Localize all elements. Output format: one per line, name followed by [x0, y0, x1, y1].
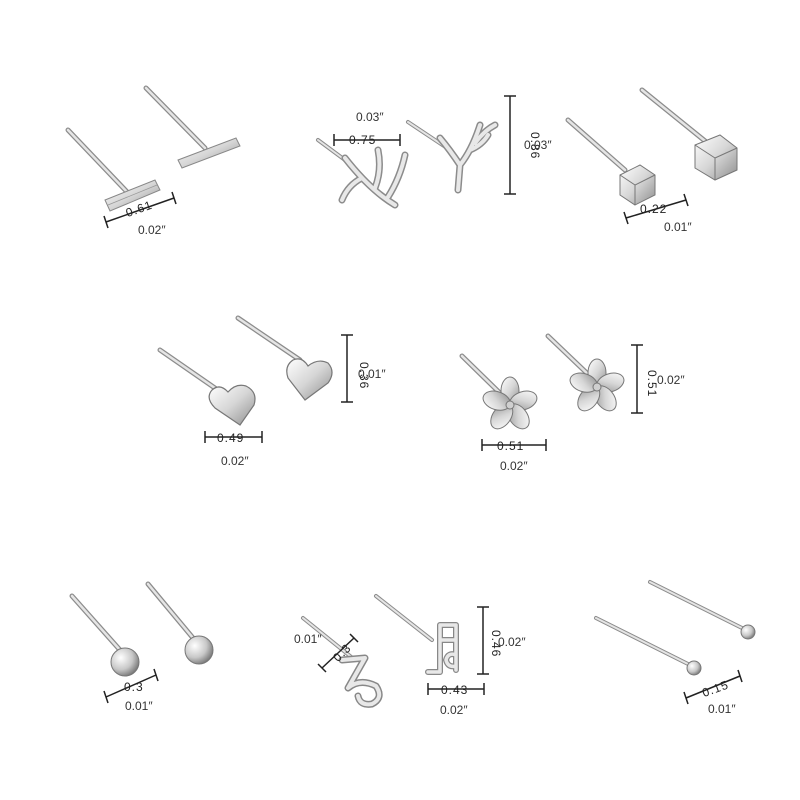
cube-earrings: 0.22 0.01″	[565, 87, 738, 234]
heart-width-label: 0.49	[217, 431, 244, 445]
antler-thickness-left-label: 0.03″	[356, 110, 384, 124]
antler-width-label: 0.75	[349, 133, 376, 147]
flower-height-label: 0.51	[645, 370, 659, 397]
flower-width-label: 0.51	[497, 439, 524, 453]
heart-earrings: 0.49 0.02″ 0.36 0.01″	[157, 315, 386, 468]
bar-earrings: 0.61 0.02″	[65, 85, 241, 237]
clef-height-label: 0.46	[489, 630, 503, 657]
tiny-ball-dimension: 0.15 0.01″	[683, 669, 743, 716]
music-note-earrings: 0.3 0.01″ 0.43 0.02″ 0.46 0.02″	[294, 594, 526, 717]
heart-height-label: 0.36	[357, 362, 371, 389]
tiny-ball-width-label: 0.15	[700, 677, 730, 700]
antler-height-label: 0.86	[528, 132, 542, 159]
cube-dimension: 0.22 0.01″	[623, 193, 692, 234]
antler-dimension: 0.75 0.03″ 0.86 0.03″	[333, 95, 552, 195]
cube-thickness-label: 0.01″	[664, 220, 692, 234]
antler-thickness-right-label: 0.03″	[524, 138, 552, 152]
heart-thickness-bottom-label: 0.02″	[221, 454, 249, 468]
flower-thickness-right-label: 0.02″	[657, 373, 685, 387]
flower-earrings: 0.51 0.02″ 0.51 0.02″	[459, 333, 685, 473]
antler-earrings: 0.75 0.03″ 0.86 0.03″	[316, 95, 552, 209]
flower-thickness-bottom-label: 0.02″	[500, 459, 528, 473]
cube-width-label: 0.22	[640, 202, 667, 216]
clef-thickness-bottom-label: 0.02″	[440, 703, 468, 717]
heart-dimension: 0.49 0.02″ 0.36 0.01″	[204, 334, 386, 468]
bar-thickness-label: 0.02″	[138, 223, 166, 237]
ball-dimension: 0.3 0.01″	[103, 668, 159, 713]
ball-thickness-label: 0.01″	[125, 699, 153, 713]
clef-width-label: 0.43	[441, 683, 468, 697]
flower-dimension: 0.51 0.02″ 0.51 0.02″	[481, 344, 685, 473]
tiny-ball-earrings: 0.15 0.01″	[594, 580, 756, 716]
note-thickness-label: 0.01″	[294, 632, 322, 646]
ball-earrings: 0.3 0.01″	[69, 581, 214, 713]
clef-thickness-right-label: 0.02″	[498, 635, 526, 649]
tiny-ball-thickness-label: 0.01″	[708, 702, 736, 716]
ball-width-label: 0.3	[124, 680, 144, 694]
heart-thickness-right-label: 0.01″	[358, 367, 386, 381]
